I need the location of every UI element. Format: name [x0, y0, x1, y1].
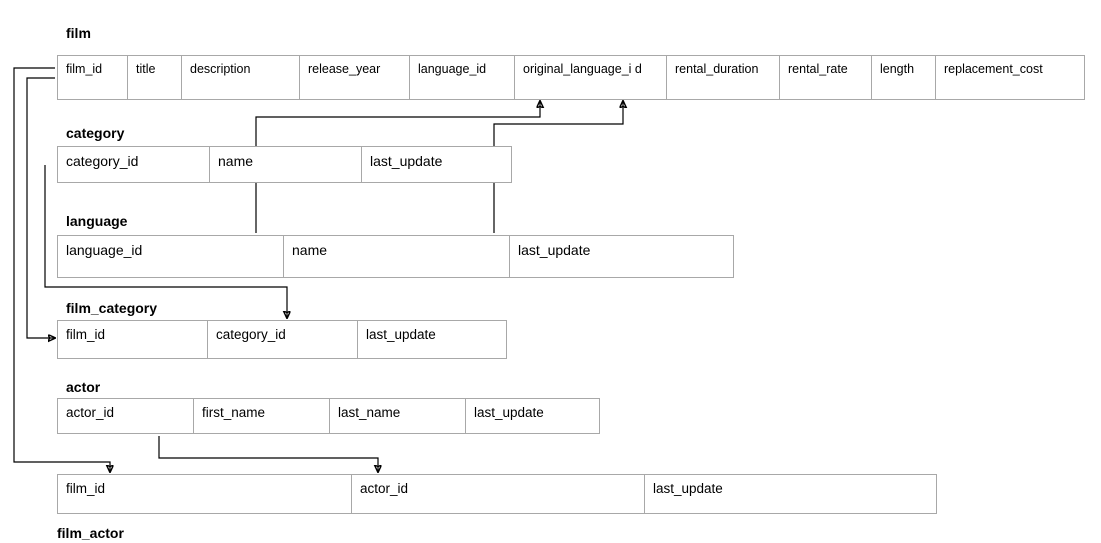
column-actor-last_name[interactable]: last_name	[330, 399, 466, 433]
column-film_actor-actor_id[interactable]: actor_id	[352, 475, 645, 513]
column-film_actor-film_id[interactable]: film_id	[58, 475, 352, 513]
er-table-title-language: language	[66, 213, 128, 229]
column-language-last_update[interactable]: last_update	[518, 242, 591, 258]
column-film-rental_duration[interactable]: rental_duration	[667, 56, 780, 99]
er-table-title-film: film	[66, 25, 91, 41]
column-film-length[interactable]: length	[872, 56, 936, 99]
column-actor-first_name[interactable]: first_name	[194, 399, 330, 433]
column-language-language_id[interactable]: language_id	[58, 236, 284, 277]
column-film-release_year[interactable]: release_year	[300, 56, 410, 99]
column-film_category-category_id[interactable]: category_id	[208, 321, 358, 358]
relationship-film-actor-actor-id-to-actor	[158, 436, 378, 472]
column-actor-actor_id[interactable]: actor_id	[58, 399, 194, 433]
er-table-title-film_actor: film_actor	[57, 525, 124, 541]
column-category-category_id[interactable]: category_id	[58, 147, 210, 182]
er-table-title-film_category: film_category	[66, 300, 158, 316]
column-film_actor-last_update[interactable]: last_update	[653, 481, 723, 496]
column-actor-last_update[interactable]: last_update	[474, 405, 544, 420]
relationship-film-category-film-id-to-film	[26, 77, 55, 338]
er-table-title-category: category	[66, 125, 125, 141]
column-film-film_id[interactable]: film_id	[58, 56, 128, 99]
relationship-film-original-language-id-to-language	[493, 101, 623, 233]
column-film-replacement_cost[interactable]: replacement_cost	[944, 62, 1043, 76]
column-category-name[interactable]: name	[210, 147, 362, 182]
column-film_category-last_update[interactable]: last_update	[366, 327, 436, 342]
column-language-name[interactable]: name	[284, 236, 510, 277]
column-film-title[interactable]: title	[128, 56, 182, 99]
column-film-description[interactable]: description	[182, 56, 300, 99]
column-film-language_id[interactable]: language_id	[410, 56, 515, 99]
column-film_category-film_id[interactable]: film_id	[58, 321, 208, 358]
column-film-original_language_id[interactable]: original_language_i d	[515, 56, 667, 99]
column-category-last_update[interactable]: last_update	[370, 153, 443, 169]
er-table-title-actor: actor	[66, 379, 101, 395]
column-film-rental_rate[interactable]: rental_rate	[780, 56, 872, 99]
